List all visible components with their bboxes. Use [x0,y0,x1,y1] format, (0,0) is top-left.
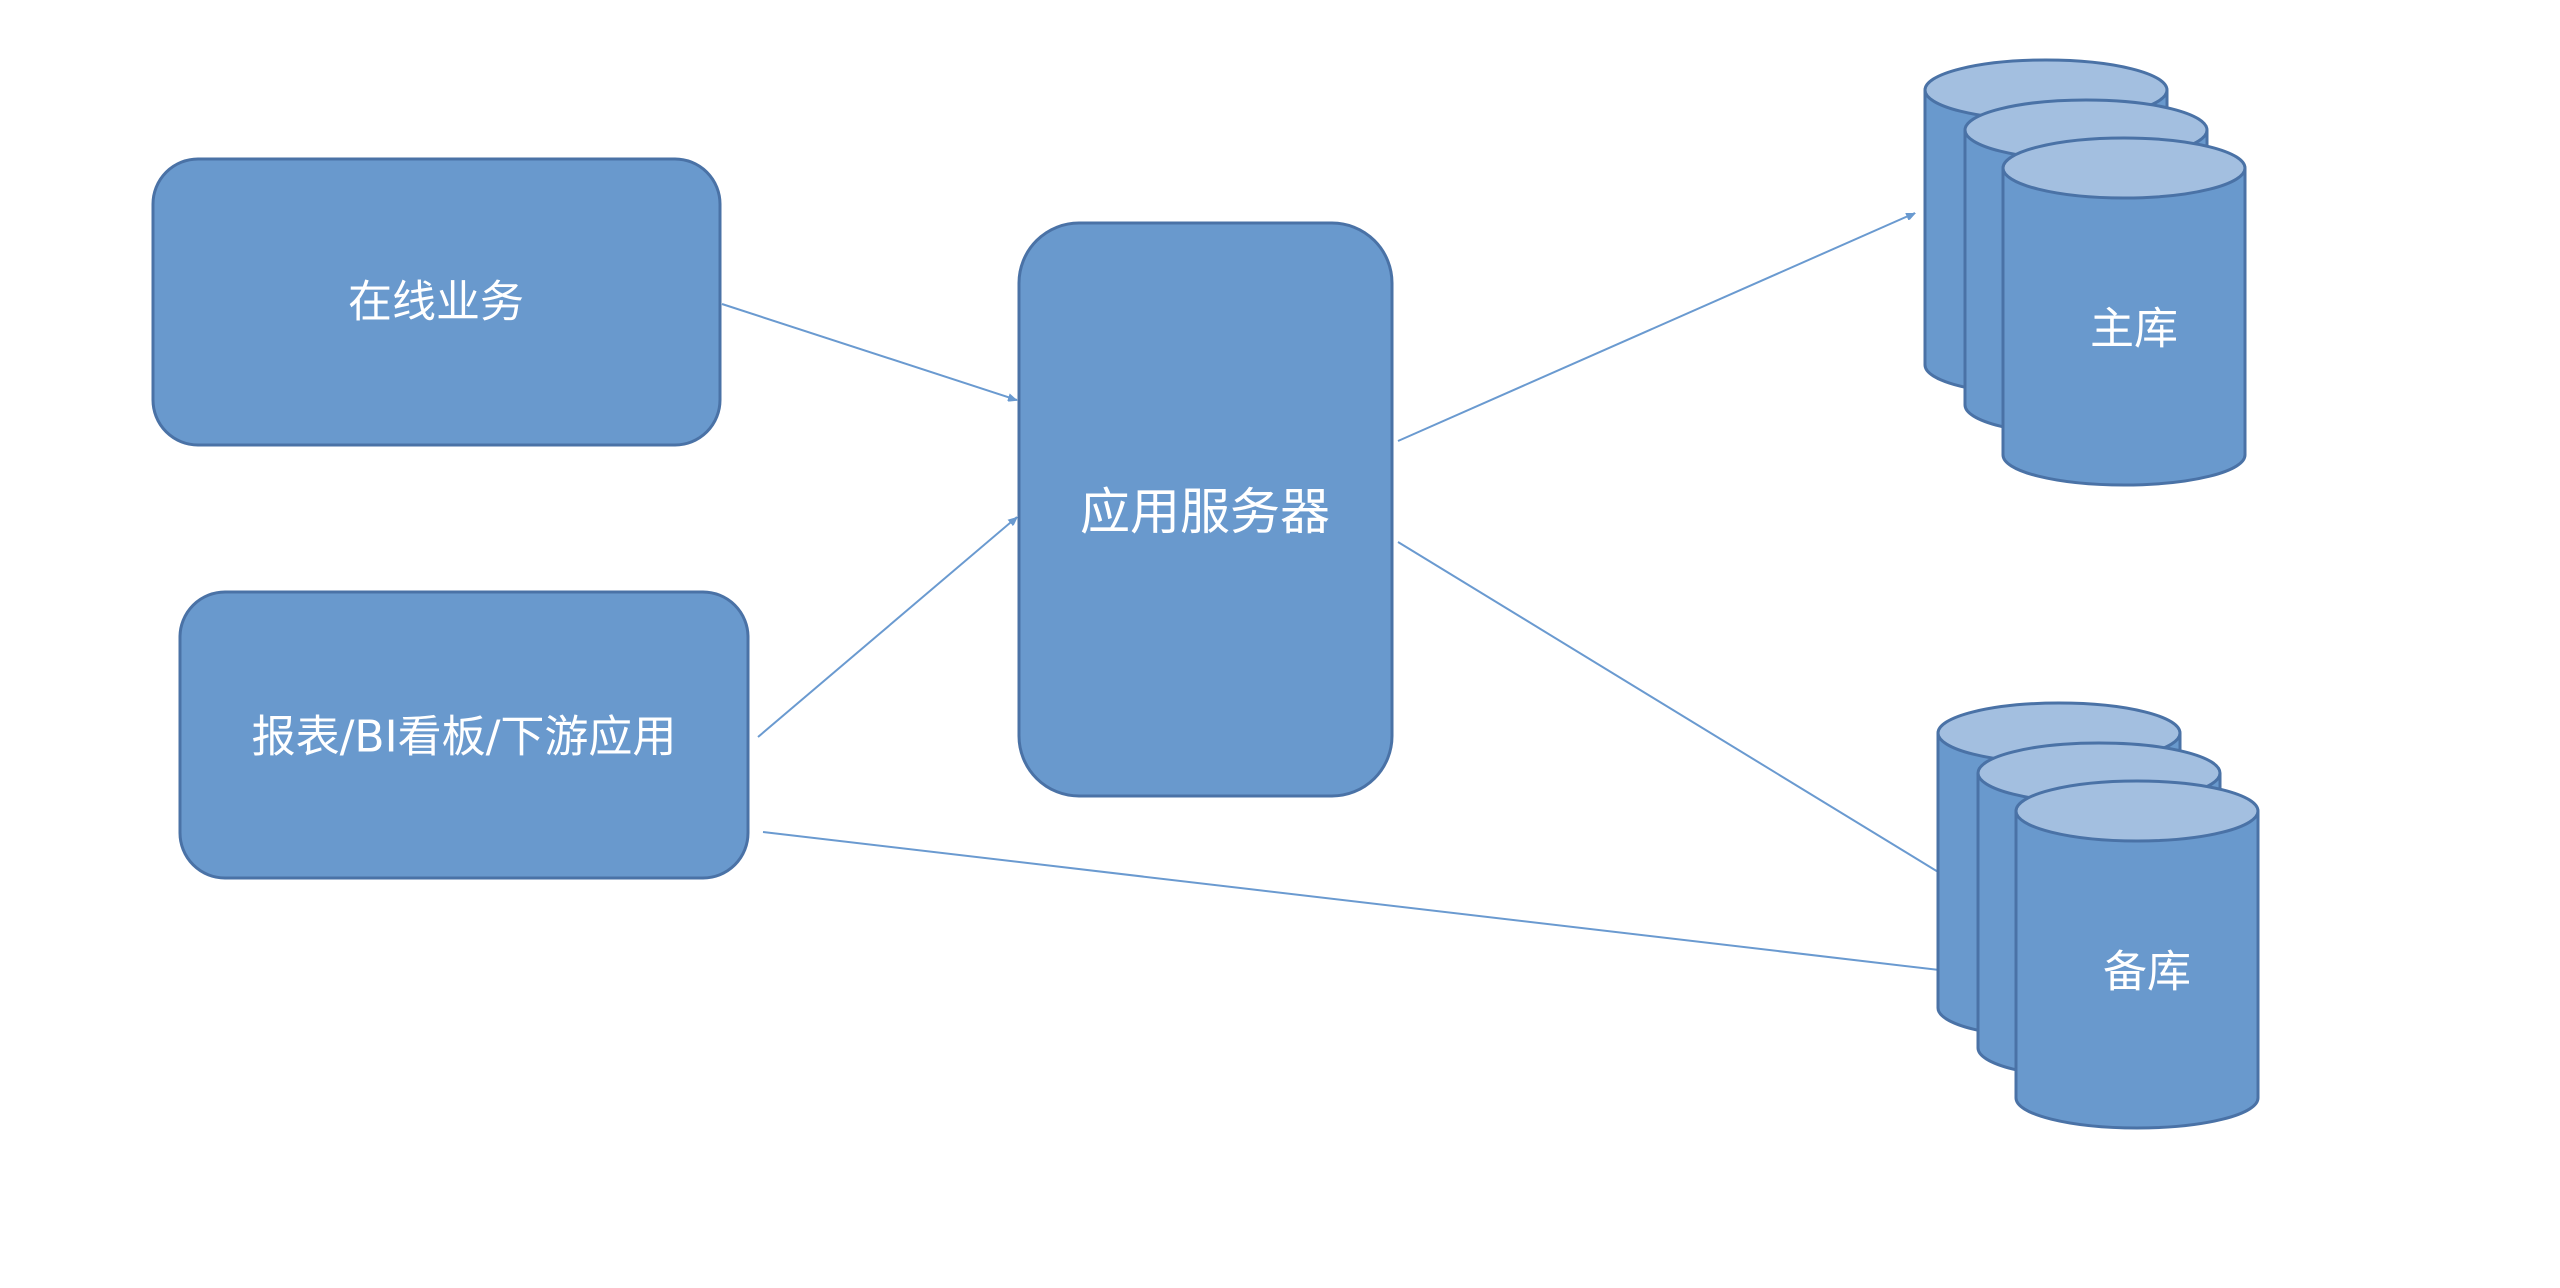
primary-db-label: 主库 [2090,304,2178,355]
online-business-node: 在线业务 [151,157,722,447]
app-server-node: 应用服务器 [1017,221,1394,798]
primary-db-cylinders: 主库 [1923,58,2247,487]
app-server-label: 应用服务器 [1080,483,1330,541]
standby-db-label: 备库 [2103,947,2191,998]
reports-label: 报表/BI看板/下游应用 [252,712,677,763]
arrow-reports-to-server [757,516,1017,738]
reports-node: 报表/BI看板/下游应用 [178,590,750,880]
arrow-online-to-server [721,303,1017,400]
db-cylinder-icon [2001,136,2247,487]
arrow-server-to-standby [1397,541,1948,879]
arrow-server-to-primary [1397,212,1915,442]
db-cylinder-icon [2014,779,2260,1130]
arrow-reports-to-standby [762,831,1948,971]
standby-db-cylinders: 备库 [1936,701,2260,1130]
online-business-label: 在线业务 [348,277,524,328]
